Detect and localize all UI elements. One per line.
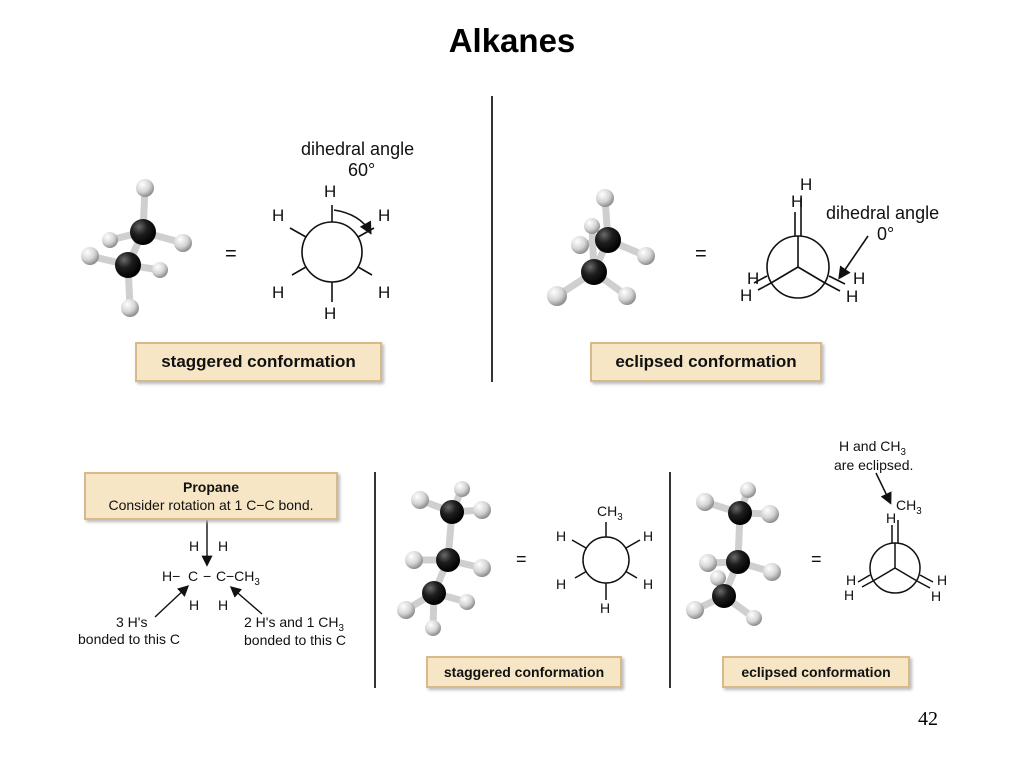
atom-label: H xyxy=(937,572,948,588)
dihedral-angle-label: dihedral angle xyxy=(301,139,415,159)
eclipsed-note-line2: are eclipsed. xyxy=(834,457,914,473)
atom-label: H xyxy=(747,269,760,288)
atom-label: H xyxy=(189,538,200,554)
propane-info-box: Propane Consider rotation at 1 C−C bond. xyxy=(84,472,338,520)
atom-label: H xyxy=(931,588,942,604)
atom-label: H xyxy=(272,206,285,225)
note-2h-bonded: bonded to this C xyxy=(244,632,346,648)
newman-eclipsed xyxy=(753,198,869,299)
dihedral-angle-value: 60° xyxy=(348,160,376,180)
atom-label: H xyxy=(800,175,813,194)
slide-title: Alkanes xyxy=(448,22,576,59)
equals-sign: = xyxy=(516,549,527,569)
atom-label: H xyxy=(556,576,567,592)
atom-label: H xyxy=(791,192,804,211)
atom-label: H xyxy=(600,600,611,616)
atom-label: H xyxy=(556,528,567,544)
page-number: 42 xyxy=(918,708,938,730)
atom-label: H xyxy=(324,304,337,323)
methyl-label: CH3 xyxy=(597,503,623,523)
eclipsed-note-line1: H and CH3 xyxy=(839,438,906,458)
propane-arrows xyxy=(154,520,263,618)
note-2h-1ch3: 2 H's and 1 CH3 xyxy=(244,614,344,634)
atom-label: H xyxy=(218,597,229,613)
atom-label: H xyxy=(643,576,654,592)
atom-label: H xyxy=(643,528,654,544)
atom-label: H xyxy=(740,286,753,305)
newman-propane-eclipsed xyxy=(857,472,934,594)
note-3h-bonded: bonded to this C xyxy=(78,631,180,647)
ethane-staggered-model xyxy=(81,179,192,317)
atom-label: H xyxy=(886,510,897,526)
atom-label: H xyxy=(378,283,391,302)
atom-label: H xyxy=(272,283,285,302)
propane-formula-c1: C xyxy=(188,568,199,584)
propane-eclipsed-model xyxy=(686,482,781,626)
atom-label: H xyxy=(853,269,866,288)
atom-label: H xyxy=(844,587,855,603)
atom-label: H xyxy=(846,287,859,306)
newman-staggered xyxy=(289,205,375,302)
propane-title: Propane xyxy=(182,479,239,495)
propane-formula-c2: C xyxy=(216,568,227,584)
propane-instruction: Consider rotation at 1 C−C bond. xyxy=(108,497,314,513)
propane-staggered-caption: staggered conformation xyxy=(426,656,622,688)
equals-sign: = xyxy=(811,549,822,569)
propane-formula-ch3: −CH3 xyxy=(226,568,260,588)
eclipsed-conformation-caption: eclipsed conformation xyxy=(590,342,822,382)
methyl-label: CH3 xyxy=(896,497,922,517)
atom-label: H xyxy=(846,572,857,588)
propane-formula-bond: − xyxy=(203,568,212,584)
dihedral-angle-label: dihedral angle xyxy=(826,203,940,223)
atom-label: H xyxy=(324,182,337,201)
note-3h: 3 H's xyxy=(116,614,148,630)
atom-label: H xyxy=(189,597,200,613)
propane-formula-left-h: H− xyxy=(162,568,181,584)
atom-label: H xyxy=(378,206,391,225)
equals-sign: = xyxy=(695,243,707,265)
propane-staggered-model xyxy=(397,481,491,636)
staggered-conformation-caption: staggered conformation xyxy=(135,342,382,382)
propane-eclipsed-caption: eclipsed conformation xyxy=(722,656,910,688)
newman-propane-staggered xyxy=(571,522,641,600)
dihedral-angle-value: 0° xyxy=(877,224,895,244)
atom-label: H xyxy=(218,538,229,554)
equals-sign: = xyxy=(225,243,237,265)
ethane-eclipsed-model xyxy=(547,189,655,306)
